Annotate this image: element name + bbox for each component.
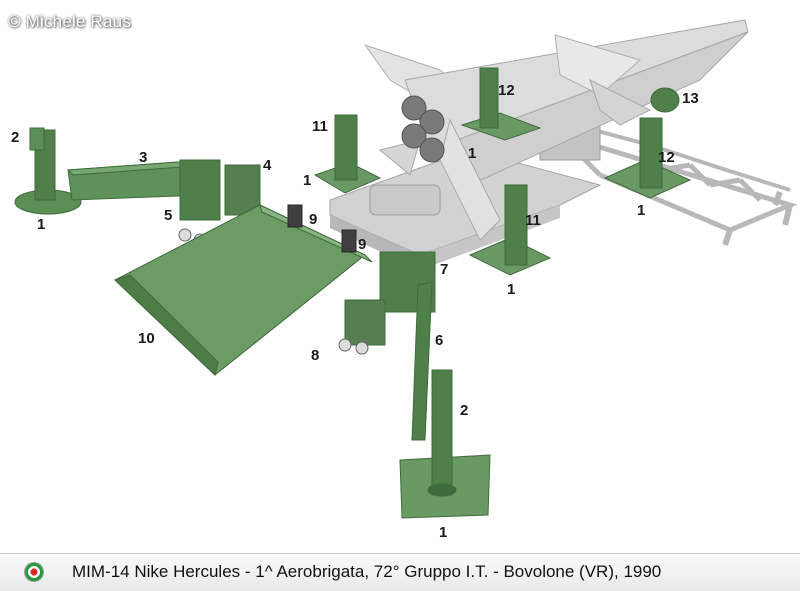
callout-label: 1 [303,172,312,189]
green-parts [14,67,692,519]
callout-label: 6 [435,332,444,349]
caption-bar: MIM-14 Nike Hercules - 1^ Aerobrigata, 7… [0,553,800,591]
italian-roundel-icon [25,563,43,581]
callout-label: 1 [37,216,46,233]
callout-label: 1 [507,281,516,298]
callout-label: 3 [139,149,148,166]
exploded-view-illustration [14,19,798,519]
callout-label: 1 [439,524,448,541]
callout-label: 10 [138,330,155,347]
caption-text: MIM-14 Nike Hercules - 1^ Aerobrigata, 7… [72,562,662,581]
callout-label: 7 [440,261,449,278]
callout-label: 8 [311,347,320,364]
launcher-rail-frame [558,123,798,246]
callout-label: 1 [637,202,646,219]
callout-label: 11 [312,118,328,135]
callout-label: 2 [460,402,469,419]
callout-label: 13 [682,90,699,107]
copyright-watermark: © Michele Raus [8,12,132,31]
callout-label: 5 [164,207,173,224]
callout-label: 9 [309,211,318,228]
callout-label: 9 [358,236,367,253]
callout-label: 1 [468,145,477,162]
callout-label: 11 [525,212,541,229]
callout-label: 4 [263,157,272,174]
callout-label: 2 [11,129,20,146]
callout-label: 12 [498,82,515,99]
callout-label: 12 [658,149,675,166]
